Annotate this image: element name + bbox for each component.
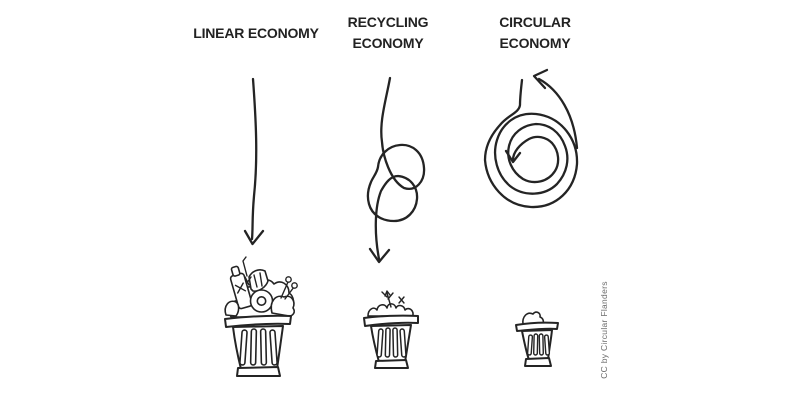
- overflowing-trash-pile: [224, 256, 298, 318]
- return-sweep: [537, 77, 579, 150]
- bin-ridge: [392, 327, 399, 358]
- title-line: RECYCLING: [347, 14, 429, 30]
- bin-ridge: [376, 328, 384, 358]
- title-line: ECONOMY: [352, 35, 424, 51]
- donut-ring-inner: [256, 295, 267, 306]
- linear-economy-title: LINEAR ECONOMY: [193, 23, 319, 44]
- arrow-shaft: [250, 77, 258, 241]
- bin-ridge: [259, 328, 268, 366]
- bin-ridge: [269, 329, 278, 366]
- credit-caption: CC by Circular Flanders: [599, 281, 609, 379]
- bin-foot: [524, 357, 552, 367]
- bin-rim: [363, 314, 419, 327]
- bin-ridge: [526, 334, 534, 356]
- title-line: LINEAR ECONOMY: [193, 25, 319, 41]
- bin-ridge: [399, 328, 407, 358]
- bottle-in-trash: [229, 265, 253, 310]
- bottle-label-cross: [234, 282, 247, 294]
- small-trash-bin-icon: [515, 321, 559, 367]
- tiny-trash-lump: [522, 311, 545, 325]
- return-arrow-head: [532, 68, 549, 90]
- sprig-lines: [244, 276, 252, 286]
- cherry-pin-head: [285, 276, 292, 283]
- medium-trash-bin-icon: [363, 314, 419, 369]
- bin-ridge: [543, 334, 551, 356]
- spiral-loop-arrow-icon: [483, 68, 579, 209]
- weed-sprig: [381, 290, 394, 308]
- spiral-coil: [483, 78, 579, 209]
- circular-economy-title: CIRCULAR ECONOMY: [499, 12, 571, 54]
- cherry-pin-head: [291, 282, 298, 289]
- trash-scallop-row: [367, 303, 414, 317]
- bin-foot: [374, 359, 409, 369]
- tiny-star-sprig: [398, 296, 405, 304]
- large-trash-bin-icon: [224, 314, 292, 377]
- title-line: CIRCULAR: [499, 14, 571, 30]
- straight-down-arrow-icon: [243, 77, 265, 246]
- bin-ridge: [249, 328, 258, 366]
- scoop-blob: [224, 300, 240, 317]
- cherry-pin-stems: [280, 281, 295, 300]
- inner-arrow-head: [504, 149, 522, 164]
- bin-foot: [236, 366, 281, 377]
- arrow-head: [368, 247, 391, 264]
- crumpled-paper-blob: [270, 295, 296, 317]
- can-crumple-lines: [253, 272, 263, 288]
- bin-rim: [224, 314, 292, 328]
- arrow-shaft-with-loops: [366, 76, 426, 261]
- looping-down-arrow-icon: [366, 76, 426, 264]
- bin-ridge: [538, 333, 544, 356]
- recycling-economy-title: RECYCLING ECONOMY: [348, 12, 429, 54]
- small-trash-pile: [367, 290, 414, 317]
- bin-ridge: [384, 327, 391, 358]
- title-line: ECONOMY: [499, 35, 571, 51]
- bin-ridge: [533, 333, 539, 356]
- bottle-neck: [230, 265, 241, 277]
- stick-in-trash: [242, 256, 248, 277]
- arrow-head: [243, 229, 265, 246]
- bin-ridge: [239, 329, 248, 366]
- trash-lump: [522, 311, 545, 325]
